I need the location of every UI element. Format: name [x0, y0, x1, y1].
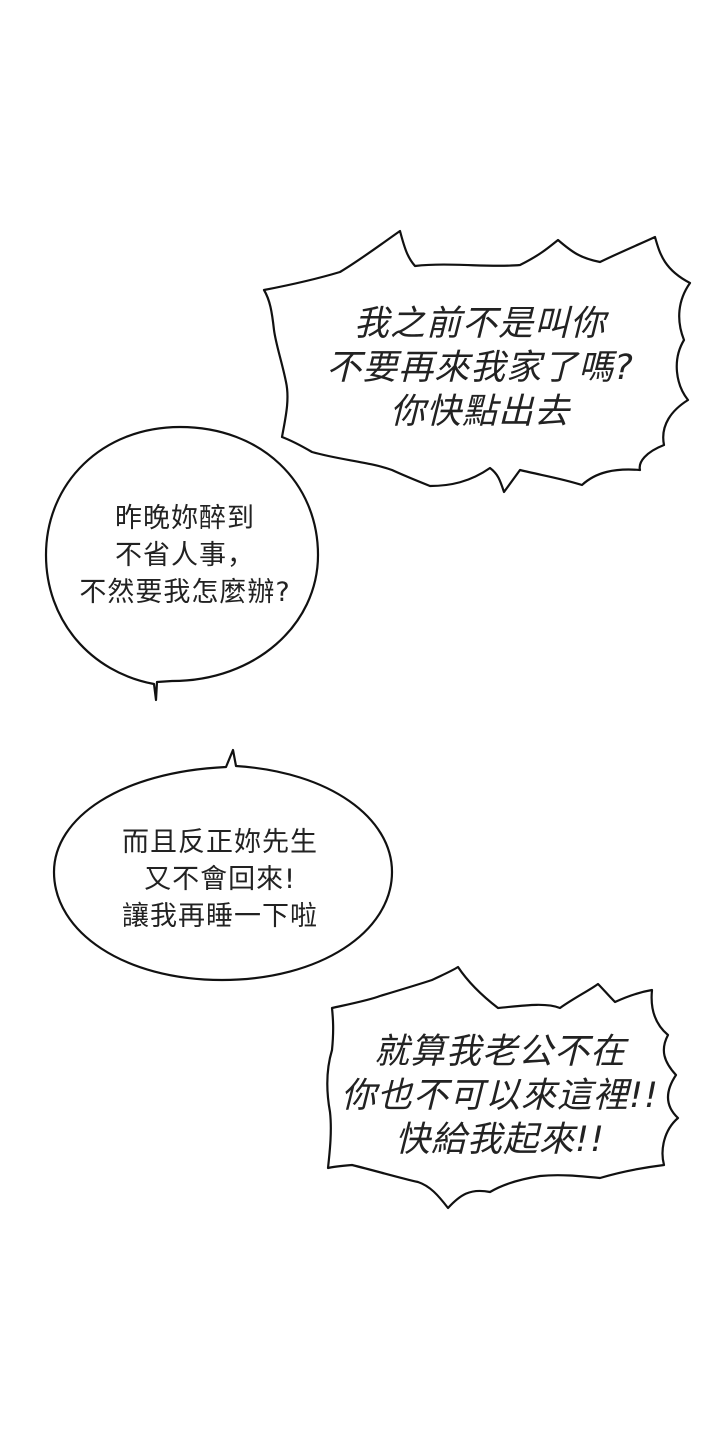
- round-speech-bubble: [44, 425, 320, 702]
- bubble-text-2: 昨晚妳醉到 不省人事， 不然要我怎麼辦?: [50, 500, 320, 611]
- bubble-text-line: 又不會回來!: [144, 864, 296, 895]
- jagged-speech-bubble: [262, 229, 692, 494]
- bubble-text-line: 就算我老公不在: [373, 1032, 626, 1072]
- bubble-text-line: 你快點出去: [389, 392, 570, 432]
- bubble-text-line: 你也不可以來這裡!!: [340, 1076, 660, 1116]
- bubble-text-line: 不省人事，: [115, 540, 255, 571]
- bubble-text-3: 而且反正妳先生 又不會回來! 讓我再睡一下啦: [70, 824, 370, 935]
- bubble-text-line: 我之前不是叫你: [353, 304, 606, 344]
- bubble-text-line: 不要再來我家了嗎?: [326, 348, 634, 388]
- bubble-text-line: 昨晚妳醉到: [115, 503, 255, 534]
- bubble-text-line: 讓我再睡一下啦: [122, 901, 318, 932]
- jagged-speech-bubble: [326, 965, 680, 1210]
- oval-speech-bubble: [52, 748, 394, 982]
- bubble-text-line: 快給我起來!!: [394, 1120, 606, 1160]
- bubble-text-line: 不然要我怎麼辦?: [79, 577, 291, 608]
- bubble-text-4: 就算我老公不在 你也不可以來這裡!! 快給我起來!!: [330, 1030, 670, 1162]
- bubble-text-1: 我之前不是叫你 不要再來我家了嗎? 你快點出去: [310, 302, 650, 434]
- bubble-text-line: 而且反正妳先生: [122, 827, 318, 858]
